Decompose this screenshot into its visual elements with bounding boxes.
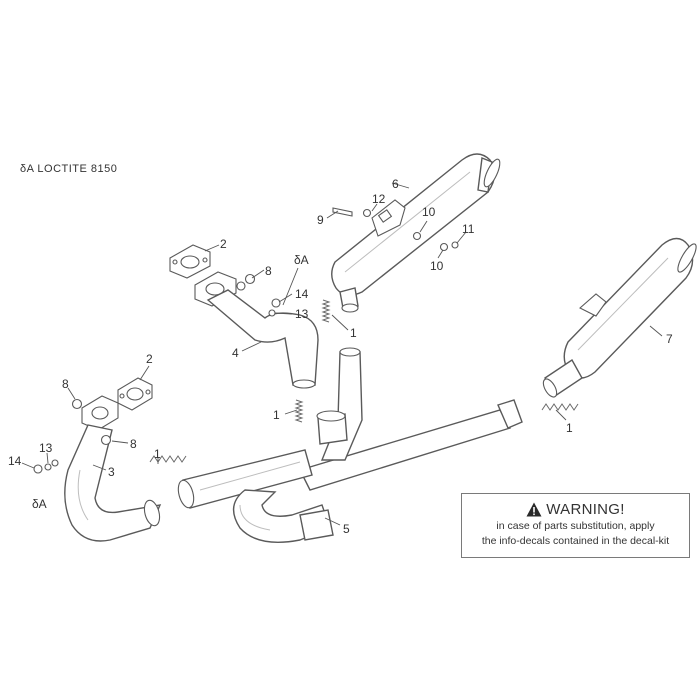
callout-2-upper: 2 — [220, 237, 227, 251]
callout-1-right: 1 — [566, 421, 573, 435]
callout-12: 12 — [372, 192, 386, 206]
callout-loctite-left: δA — [32, 497, 47, 511]
warning-title-row: WARNING! — [462, 499, 689, 519]
callout-14-upper: 14 — [295, 287, 309, 301]
callout-8-upper: 8 — [265, 264, 272, 278]
callout-7: 7 — [666, 332, 673, 346]
warning-line-2: the info-decals contained in the decal-k… — [481, 535, 670, 547]
callout-loctite-upper: δA — [294, 253, 309, 267]
loctite-note: δA LOCTITE 8150 — [20, 163, 117, 175]
callout-1-top: 1 — [350, 326, 357, 340]
callout-4: 4 — [232, 346, 239, 360]
callout-10-upper: 10 — [422, 205, 436, 219]
callout-8-left-lower: 8 — [130, 437, 137, 451]
leader-lines — [21, 182, 663, 526]
callout-10-lower: 10 — [430, 259, 444, 273]
callout-11: 11 — [462, 222, 475, 236]
crossover-pipe — [177, 347, 523, 543]
warning-title: WARNING! — [546, 500, 625, 518]
warning-box: WARNING! in case of parts substitution, … — [461, 493, 690, 558]
callout-14-left: 14 — [8, 454, 22, 468]
callout-3: 3 — [108, 465, 115, 479]
callout-9: 9 — [317, 213, 324, 227]
callout-1-left: 1 — [154, 447, 161, 461]
callout-5: 5 — [343, 522, 350, 536]
springs — [149, 299, 579, 463]
warning-triangle-icon — [526, 502, 542, 516]
callout-8-left-upper: 8 — [62, 377, 69, 391]
callout-6: 6 — [392, 177, 399, 191]
callout-13-left: 13 — [39, 441, 53, 455]
callout-13-upper: 13 — [295, 307, 309, 321]
header-pipe-left — [64, 377, 162, 542]
callout-2-left: 2 — [146, 352, 153, 366]
silencer-right — [542, 237, 697, 398]
warning-line-1: in case of parts substitution, apply — [496, 520, 655, 532]
silencer-upper — [331, 153, 501, 313]
fasteners — [33, 207, 459, 474]
callout-1-middle: 1 — [273, 408, 280, 422]
